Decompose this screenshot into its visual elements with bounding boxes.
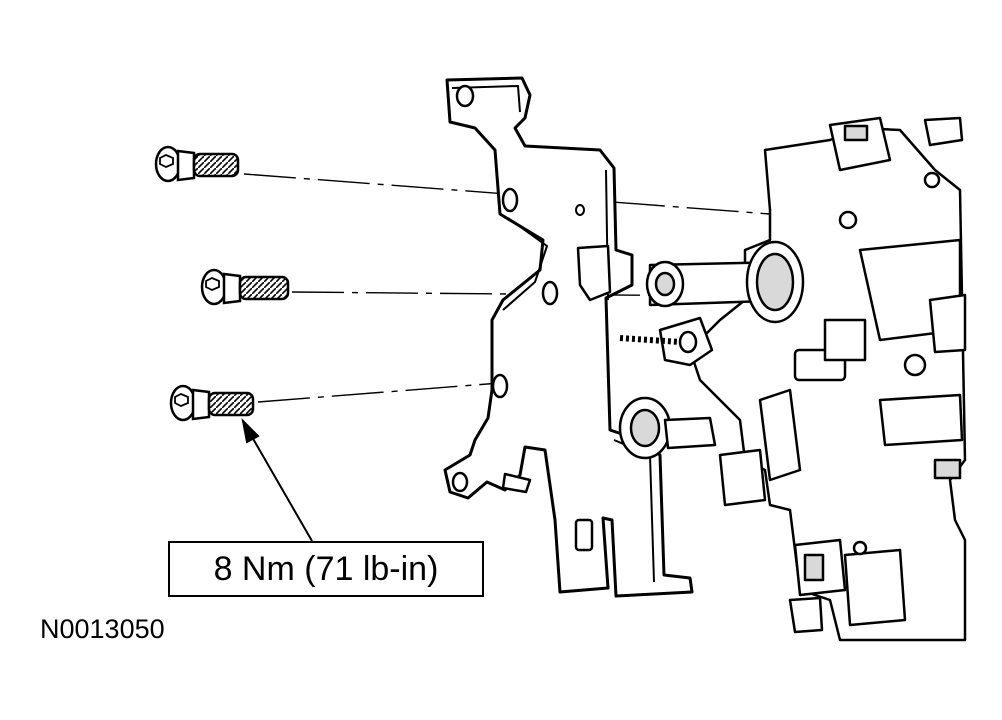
torque-callout: 8 Nm (71 lb-in): [168, 541, 484, 597]
leader-arrow: [241, 417, 313, 542]
torque-label: 8 Nm (71 lb-in): [213, 549, 439, 588]
steering-column-assembly: [618, 116, 967, 642]
bolt-middle: [200, 268, 290, 306]
mounting-bracket: [443, 76, 694, 598]
bolt-bottom: [169, 384, 255, 422]
bolt-top: [154, 145, 240, 183]
figure-id: N0013050: [40, 614, 165, 644]
